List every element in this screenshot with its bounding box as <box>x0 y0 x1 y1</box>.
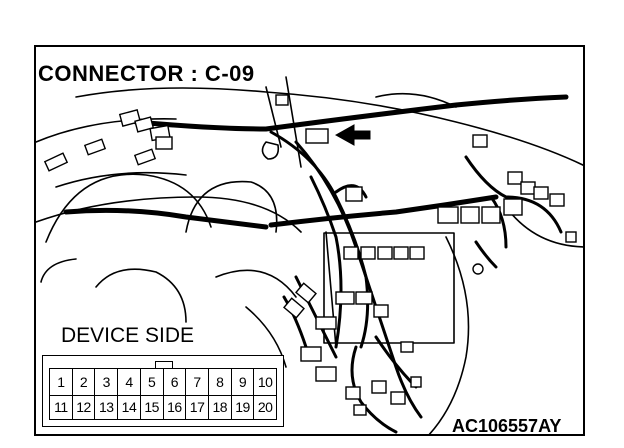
pin-cell: 10 <box>257 374 273 390</box>
pin-cell: 7 <box>186 369 209 395</box>
connector-face: 1 2 3 4 5 6 7 8 9 10 11 12 13 14 15 16 1… <box>42 355 284 427</box>
pin-cell: 3 <box>95 369 119 395</box>
pin-row-2: 11 12 13 14 15 16 17 18 19 20 <box>50 394 276 420</box>
indicator-arrow <box>334 124 371 146</box>
pin-cell: 20 <box>257 399 273 415</box>
figure-code: AC106557AY <box>452 416 562 436</box>
diagram-title: CONNECTOR : C-09 <box>38 61 255 86</box>
pin-cell: 4 <box>118 369 141 395</box>
pin-cell: 17 <box>186 394 209 420</box>
pin-cell: 1 <box>50 369 73 395</box>
pin-cell: 5 <box>141 369 164 395</box>
connector-pin-grid: 1 2 3 4 5 6 7 8 9 10 11 12 13 14 15 16 1… <box>49 368 277 420</box>
pin-cell: 12 <box>73 394 96 420</box>
device-side-label: DEVICE SIDE <box>61 324 195 347</box>
dashboard-harness-illustration <box>36 76 583 434</box>
pin-row-1: 1 2 3 4 5 6 7 8 9 10 <box>50 369 276 396</box>
connector-lock-tab <box>155 361 173 369</box>
diagram-frame: CONNECTOR : C-09 DEVICE SIDE 1 2 3 4 5 6… <box>34 45 585 436</box>
pin-cell: 16 <box>164 394 187 420</box>
pin-cell: 19 <box>232 394 255 420</box>
pin-cell: 13 <box>95 394 119 420</box>
pin-cell: 6 <box>164 369 187 395</box>
pin-cell: 14 <box>118 394 141 420</box>
pin-cell: 2 <box>73 369 96 395</box>
pin-cell: 11 <box>50 394 73 420</box>
pin-cell: 15 <box>141 394 164 420</box>
pin-cell: 18 <box>209 394 232 420</box>
pin-cell: 9 <box>232 369 255 395</box>
pin-cell: 8 <box>209 369 232 395</box>
